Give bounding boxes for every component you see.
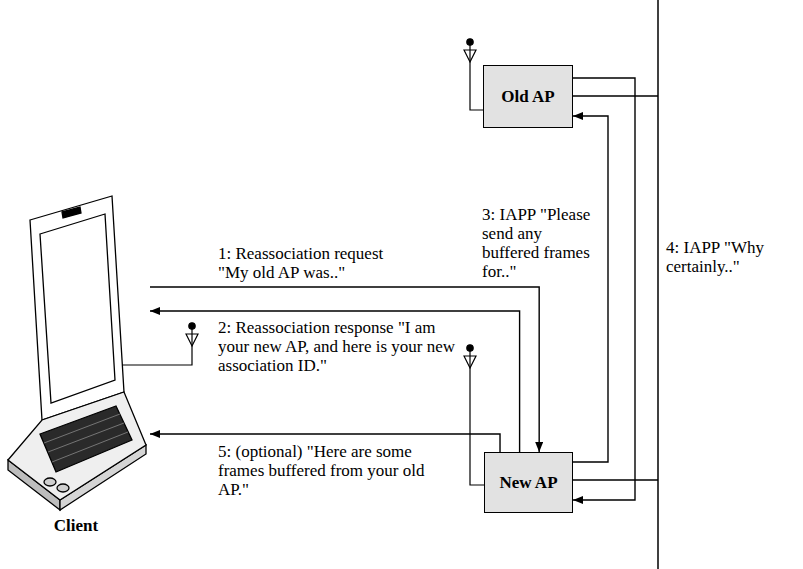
antenna-feed — [470, 42, 483, 110]
laptop-latch — [62, 207, 81, 218]
node-label: Old AP — [501, 87, 554, 107]
ethernet-wire — [573, 479, 658, 481]
client-node: Client — [2, 190, 150, 536]
key-row — [52, 432, 128, 462]
message-arrow — [573, 78, 635, 500]
laptop-screen — [40, 214, 115, 403]
message-arrow — [150, 287, 539, 452]
node-label: Client — [54, 516, 98, 536]
antenna-symbol — [122, 323, 198, 365]
laptop-keyboard — [40, 406, 132, 472]
message-label: 5: (optional) "Here are some frames buff… — [218, 442, 455, 499]
message-label: 4: IAPP "Why certainly.." — [666, 238, 794, 276]
message-label: 2: Reassociation response "I am your new… — [218, 318, 455, 375]
trackpad-button — [44, 478, 56, 486]
laptop-illustration — [8, 196, 146, 510]
backbone-line — [657, 0, 659, 569]
antenna-symbol — [464, 39, 483, 110]
message-label: 3: IAPP "Please send any buffered frames… — [482, 205, 600, 281]
antenna-feed — [122, 326, 192, 365]
antenna-feed — [470, 348, 484, 485]
access-point-box: New AP — [484, 452, 573, 513]
message-arrow — [573, 116, 608, 462]
ethernet-wire — [573, 95, 658, 97]
key-row — [48, 423, 124, 452]
antenna-symbol — [464, 345, 484, 485]
message-label: 1: Reassociation request "My old AP was.… — [218, 244, 408, 282]
message-arrow — [150, 311, 520, 452]
laptop-base — [8, 392, 146, 500]
access-point-box: Old AP — [483, 65, 573, 128]
laptop-lid — [30, 196, 124, 420]
node-label: New AP — [499, 473, 557, 493]
trackpad-button — [57, 484, 69, 492]
